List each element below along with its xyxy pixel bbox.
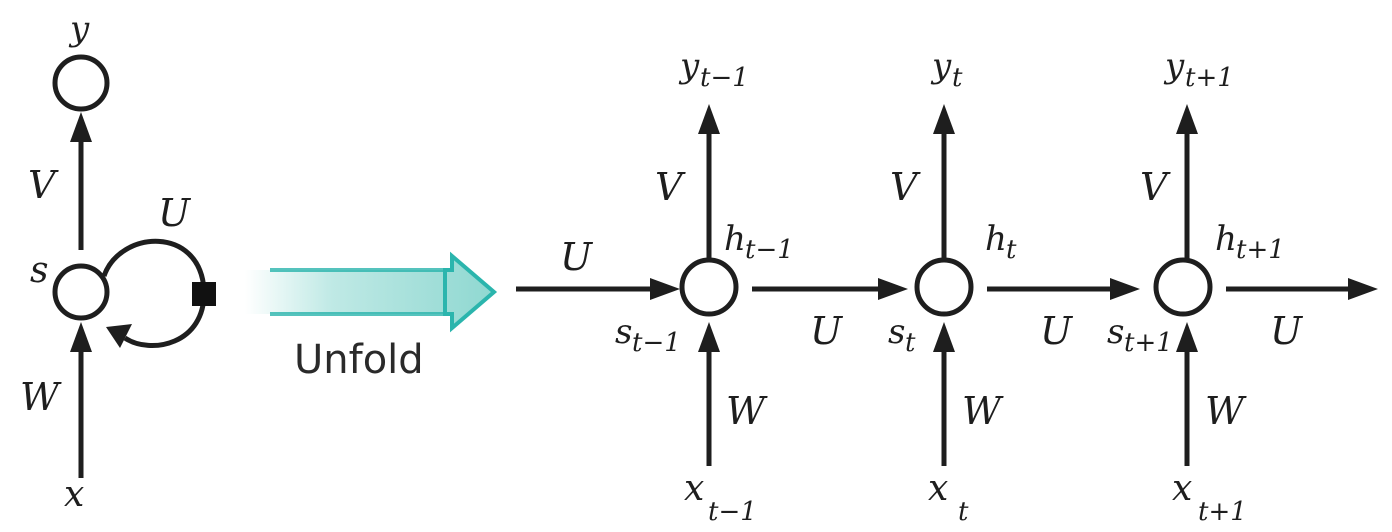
unfolded-rnn: U y t−1 V h t−1 s t−1 W x t−1 U y t bbox=[516, 46, 1378, 527]
state-label: s bbox=[888, 312, 905, 352]
folded-rnn: y V s U W x bbox=[20, 9, 216, 515]
folded-v-label: V bbox=[28, 163, 59, 207]
folded-w-label: W bbox=[20, 375, 62, 419]
incoming-u-label: U bbox=[560, 235, 594, 279]
folded-input-label: x bbox=[64, 474, 84, 515]
u-arrowhead bbox=[1348, 278, 1378, 300]
hidden-label: h bbox=[985, 219, 1007, 259]
output-subscript: t bbox=[952, 63, 963, 93]
output-label: y bbox=[1163, 46, 1185, 86]
input-subscript: t−1 bbox=[708, 497, 757, 527]
hidden-node bbox=[914, 257, 974, 317]
timestep-t-minus-1: y t−1 V h t−1 s t−1 W x t−1 U bbox=[615, 46, 908, 527]
u-label: U bbox=[810, 309, 844, 353]
input-subscript: t+1 bbox=[1198, 497, 1247, 527]
v-arrowhead bbox=[933, 104, 955, 134]
state-label: s bbox=[615, 312, 632, 352]
u-label: U bbox=[1040, 309, 1074, 353]
delay-square-icon bbox=[192, 282, 216, 306]
state-subscript: t bbox=[905, 328, 916, 358]
output-label: y bbox=[678, 46, 700, 86]
folded-state-node bbox=[52, 263, 110, 321]
unfold-label: Unfold bbox=[294, 337, 424, 383]
input-label: x bbox=[1172, 468, 1192, 509]
v-arrowhead bbox=[1176, 104, 1198, 134]
output-subscript: t−1 bbox=[700, 63, 749, 93]
v-label: V bbox=[890, 165, 921, 209]
folded-state-label: s bbox=[30, 250, 48, 291]
w-label: W bbox=[726, 389, 768, 433]
unfold-arrow: Unfold bbox=[245, 251, 498, 383]
folded-u-label: U bbox=[158, 191, 192, 235]
output-subscript: t+1 bbox=[1185, 63, 1234, 93]
input-label: x bbox=[684, 468, 704, 509]
v-label: V bbox=[1140, 165, 1171, 209]
hidden-label: h bbox=[1215, 219, 1237, 259]
folded-output-label: y bbox=[68, 9, 90, 49]
input-subscript: t bbox=[958, 497, 969, 527]
folded-recurrent-arrowhead bbox=[106, 324, 132, 348]
hidden-subscript: t bbox=[1006, 235, 1017, 265]
input-label: x bbox=[928, 468, 948, 509]
timestep-t-plus-1: y t+1 V h t+1 s t+1 W x t+1 U bbox=[1107, 46, 1378, 527]
u-label: U bbox=[1270, 309, 1304, 353]
hidden-subscript: t−1 bbox=[745, 235, 794, 265]
timestep-t: y t V h t s t W x t U bbox=[888, 46, 1140, 527]
w-arrowhead bbox=[1176, 322, 1198, 352]
u-arrowhead bbox=[878, 278, 908, 300]
w-arrowhead bbox=[933, 322, 955, 352]
output-label: y bbox=[930, 46, 952, 86]
v-label: V bbox=[655, 165, 686, 209]
u-arrowhead bbox=[1110, 278, 1140, 300]
folded-output-node bbox=[52, 54, 110, 112]
state-subscript: t−1 bbox=[632, 328, 681, 358]
w-arrowhead bbox=[698, 322, 720, 352]
folded-v-arrowhead bbox=[70, 112, 92, 142]
incoming-u-arrowhead bbox=[650, 278, 680, 300]
unfold-arrow-shape bbox=[245, 256, 494, 328]
folded-w-arrowhead bbox=[70, 322, 92, 352]
hidden-subscript: t+1 bbox=[1236, 235, 1285, 265]
state-label: s bbox=[1107, 312, 1124, 352]
hidden-label: h bbox=[724, 219, 746, 259]
hidden-node bbox=[1153, 257, 1213, 317]
state-subscript: t+1 bbox=[1124, 328, 1173, 358]
v-arrowhead bbox=[698, 104, 720, 134]
hidden-node bbox=[679, 257, 739, 317]
w-label: W bbox=[1205, 389, 1247, 433]
w-label: W bbox=[962, 389, 1004, 433]
